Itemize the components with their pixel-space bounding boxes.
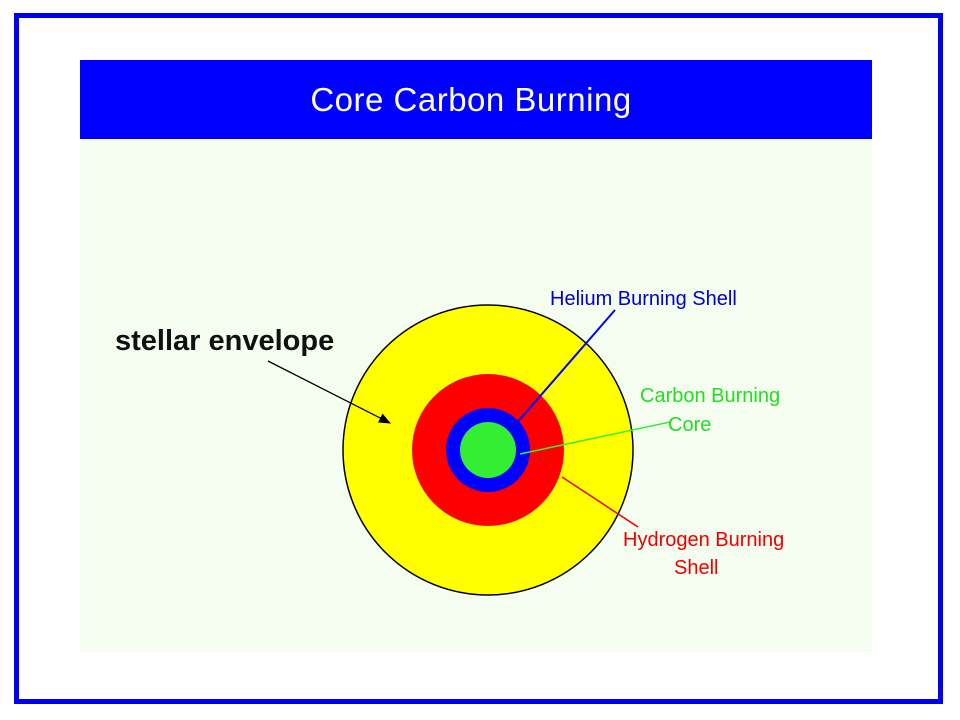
helium-label: Helium Burning Shell bbox=[550, 288, 737, 310]
helium-leader-line bbox=[514, 309, 616, 426]
star-diagram: stellar envelope Helium Burning Shell Ca… bbox=[115, 288, 784, 596]
carbon-burning-core-layer bbox=[460, 422, 516, 478]
carbon-label-line2: Core bbox=[668, 414, 711, 436]
envelope-label: stellar envelope bbox=[115, 325, 334, 357]
envelope-arrow bbox=[267, 360, 391, 424]
slide-title: Core Carbon Burning bbox=[310, 80, 632, 118]
carbon-leader-line bbox=[519, 421, 671, 455]
hydrogen-label-line2: Shell bbox=[674, 557, 718, 579]
title-bar: Core Carbon Burning bbox=[80, 60, 872, 139]
hydrogen-label-line1: Hydrogen Burning bbox=[623, 529, 784, 551]
slide: Core Carbon Burning stellar envelope Hel… bbox=[80, 60, 872, 652]
carbon-label-line1: Carbon Burning bbox=[640, 385, 780, 407]
hydrogen-leader-line bbox=[561, 476, 639, 528]
